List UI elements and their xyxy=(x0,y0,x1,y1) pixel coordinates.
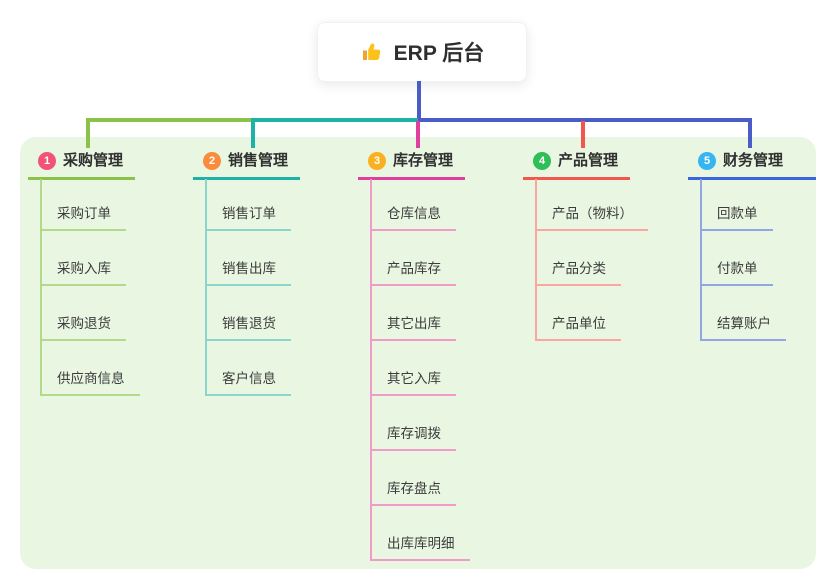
branch-trunk-line xyxy=(535,179,537,341)
branch-header[interactable]: 2 销售管理 xyxy=(193,148,301,180)
connector-branch1-horizontal xyxy=(86,118,253,122)
connector-branch4-drop xyxy=(581,121,585,148)
root-label: ERP 后台 xyxy=(393,42,485,65)
child-node[interactable]: 产品单位 xyxy=(535,313,621,341)
child-node[interactable]: 产品（物料） xyxy=(535,203,648,231)
branch-trunk-line xyxy=(205,179,207,396)
child-node[interactable]: 客户信息 xyxy=(205,368,291,396)
branch-title: 财务管理 xyxy=(723,152,784,169)
child-node[interactable]: 付款单 xyxy=(700,258,773,286)
child-node[interactable]: 其它出库 xyxy=(370,313,456,341)
child-node[interactable]: 销售出库 xyxy=(205,258,291,286)
branch-number-badge: 5 xyxy=(698,151,716,170)
branch-column-purchase: 1 采购管理 采购订单 采购入库 采购退货 供应商信息 xyxy=(28,148,140,396)
branch-trunk-line xyxy=(40,179,42,396)
child-node[interactable]: 出库库明细 xyxy=(370,533,470,561)
connector-branch5-drop xyxy=(748,118,752,148)
branch-title: 库存管理 xyxy=(393,152,454,169)
child-node[interactable]: 采购退货 xyxy=(40,313,126,341)
child-node[interactable]: 库存盘点 xyxy=(370,478,456,506)
child-node[interactable]: 采购入库 xyxy=(40,258,126,286)
branch-header[interactable]: 4 产品管理 xyxy=(523,148,631,180)
child-node[interactable]: 供应商信息 xyxy=(40,368,140,396)
child-node[interactable]: 其它入库 xyxy=(370,368,456,396)
branch-column-finance: 5 财务管理 回款单 付款单 结算账户 xyxy=(688,148,816,341)
connector-branch1-drop xyxy=(86,118,90,148)
connector-right-horizontal xyxy=(418,118,752,122)
branch-column-sales: 2 销售管理 销售订单 销售出库 销售退货 客户信息 xyxy=(193,148,301,396)
branch-title: 采购管理 xyxy=(63,152,124,169)
branch-number-badge: 3 xyxy=(368,151,386,170)
branch-title: 产品管理 xyxy=(558,152,619,169)
child-node[interactable]: 销售订单 xyxy=(205,203,291,231)
child-node[interactable]: 库存调拨 xyxy=(370,423,456,451)
branch-header[interactable]: 5 财务管理 xyxy=(688,148,816,180)
branch-title: 销售管理 xyxy=(228,152,289,169)
thumbs-up-icon xyxy=(362,43,380,60)
connector-branch2-drop xyxy=(251,118,255,148)
child-node[interactable]: 采购订单 xyxy=(40,203,126,231)
child-node[interactable]: 结算账户 xyxy=(700,313,786,341)
branch-header[interactable]: 3 库存管理 xyxy=(358,148,466,180)
branch-column-inventory: 3 库存管理 仓库信息 产品库存 其它出库 其它入库 库存调拨 库存盘点 出库库… xyxy=(358,148,470,561)
root-node[interactable]: ERP 后台 xyxy=(317,22,527,82)
branch-number-badge: 4 xyxy=(533,151,551,170)
branch-trunk-line xyxy=(700,179,702,341)
child-node[interactable]: 产品库存 xyxy=(370,258,456,286)
branch-number-badge: 1 xyxy=(38,151,56,170)
branch-header[interactable]: 1 采购管理 xyxy=(28,148,136,180)
connector-branch2-horizontal xyxy=(251,118,418,122)
child-node[interactable]: 仓库信息 xyxy=(370,203,456,231)
branch-column-product: 4 产品管理 产品（物料） 产品分类 产品单位 xyxy=(523,148,648,341)
connector-root-vertical xyxy=(417,81,421,118)
child-node[interactable]: 回款单 xyxy=(700,203,773,231)
child-node[interactable]: 产品分类 xyxy=(535,258,621,286)
branches-panel xyxy=(20,137,816,569)
connector-branch3-drop xyxy=(416,121,420,148)
branch-trunk-line xyxy=(370,179,372,561)
branch-number-badge: 2 xyxy=(203,151,221,170)
child-node[interactable]: 销售退货 xyxy=(205,313,291,341)
